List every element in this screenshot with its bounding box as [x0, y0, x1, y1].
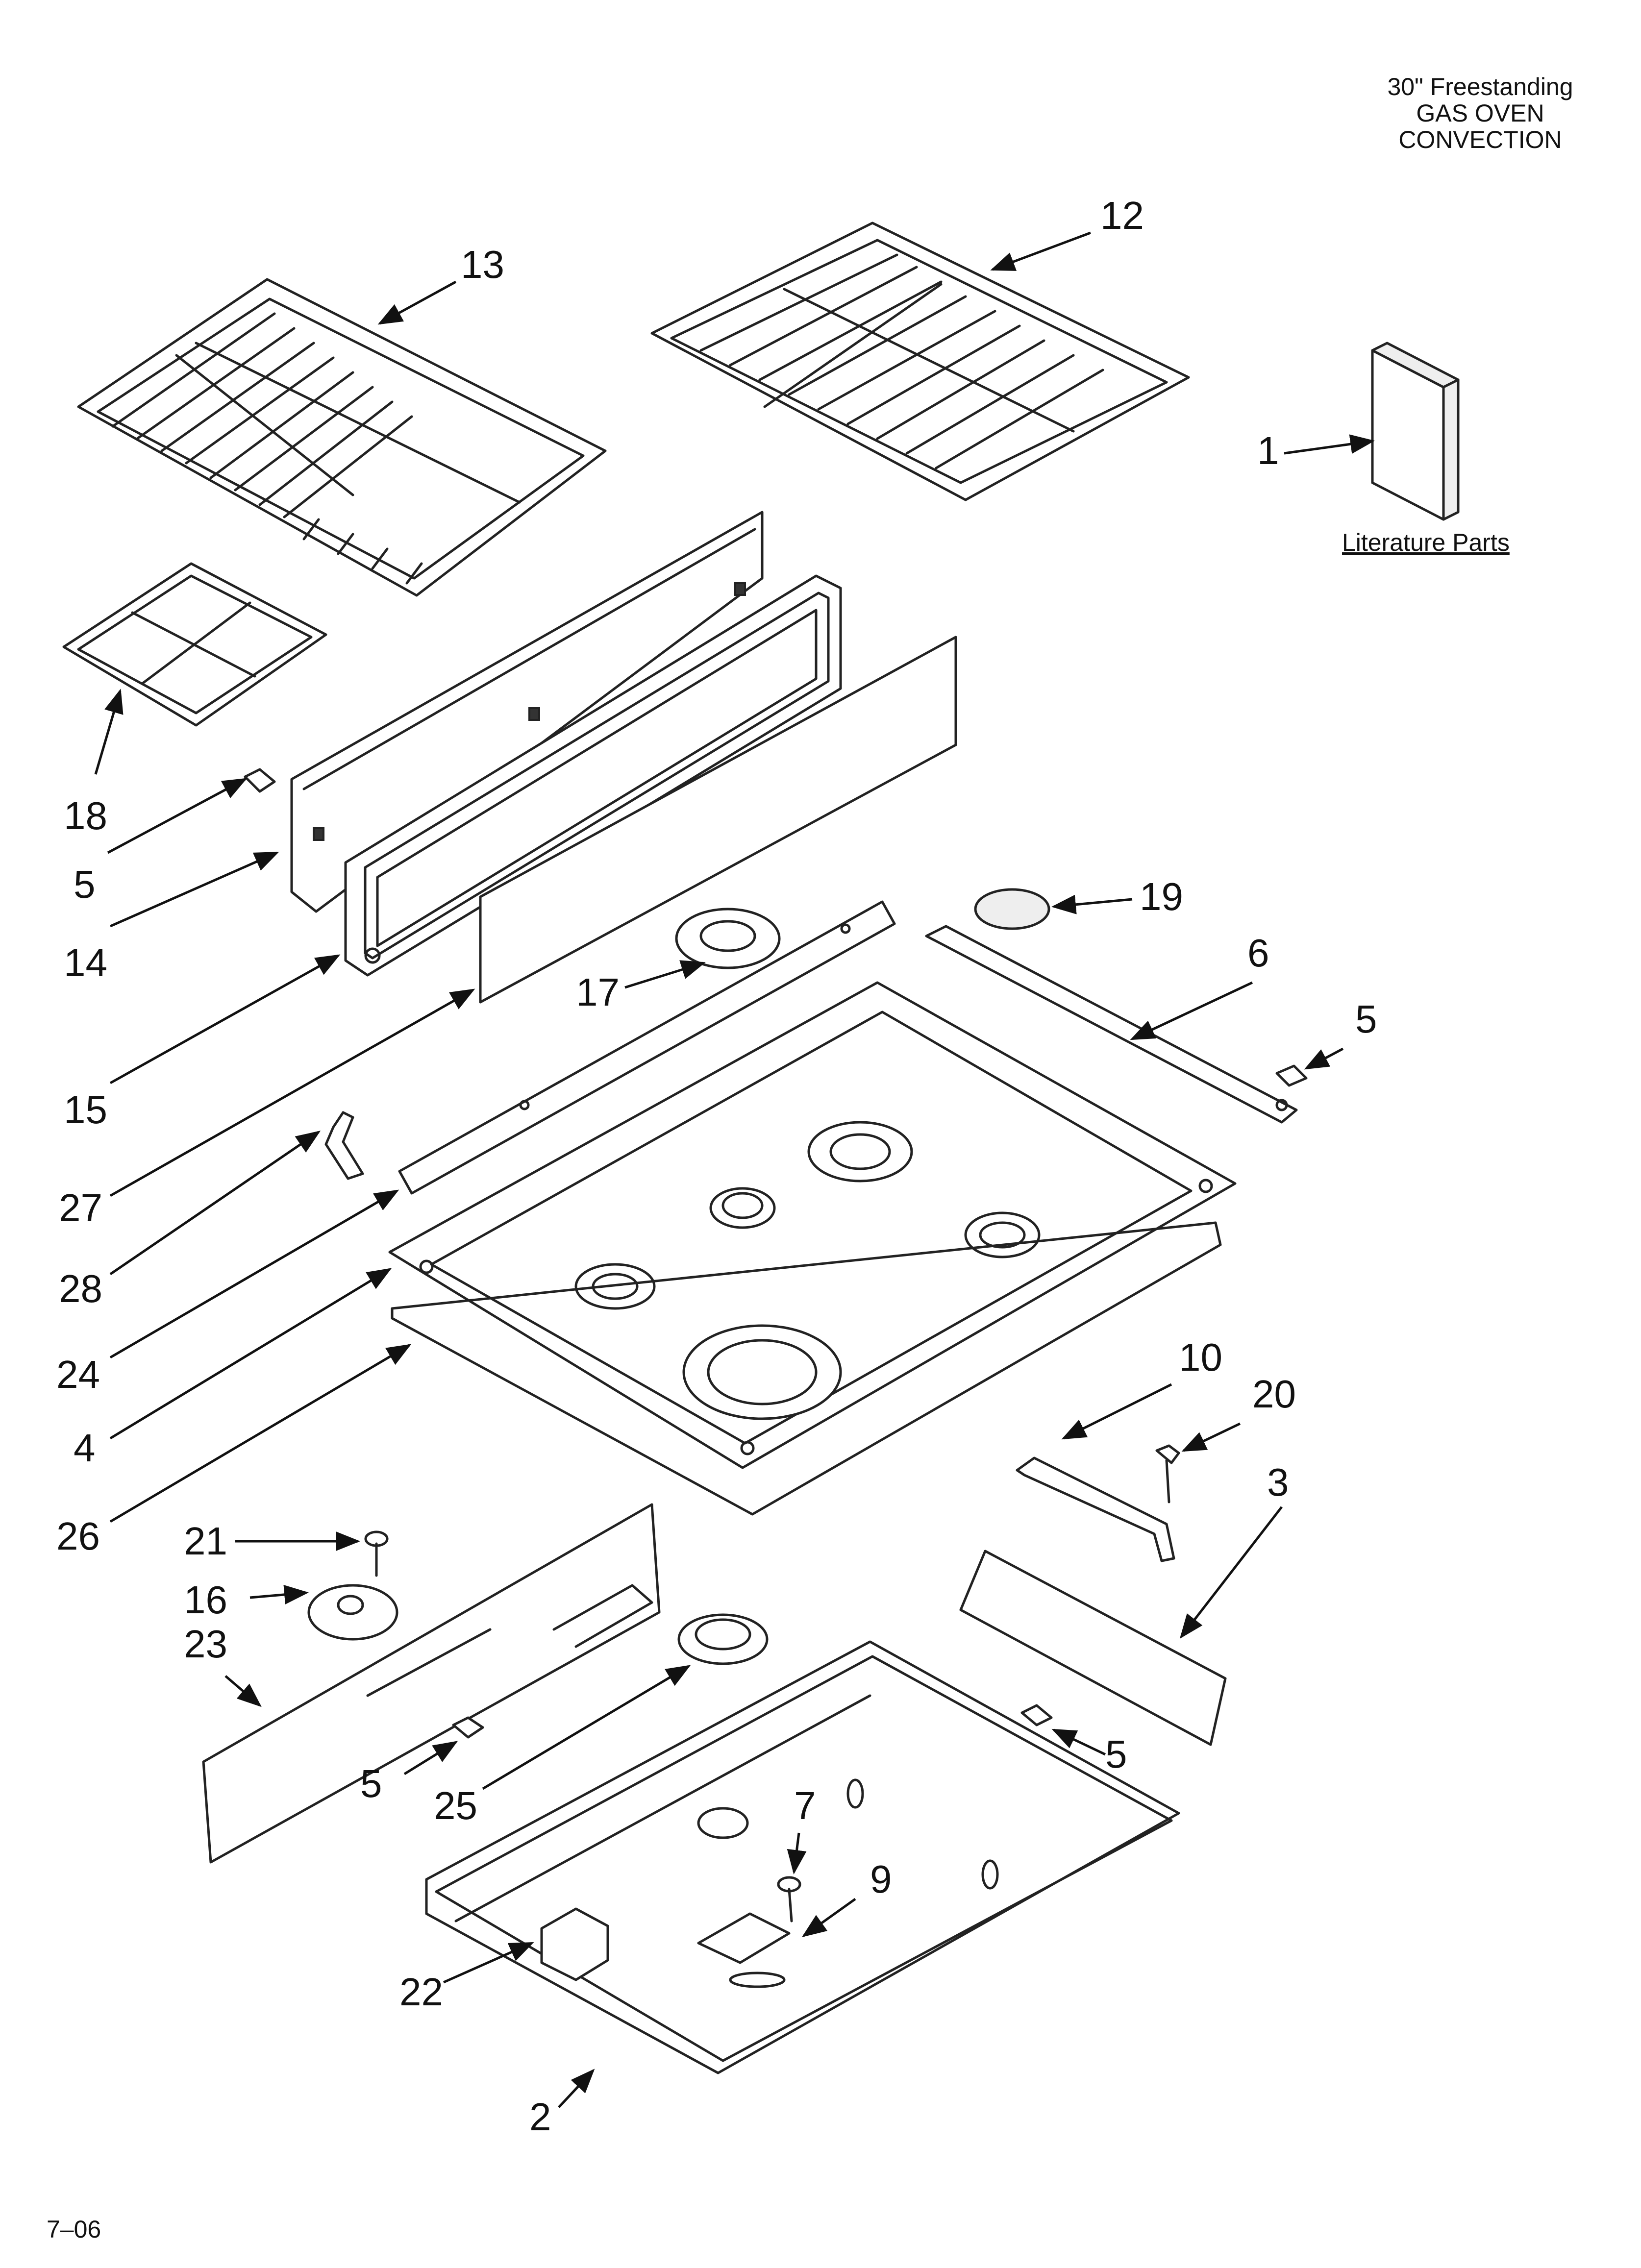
callout-17: 17 — [576, 970, 620, 1014]
callout-27: 27 — [59, 1186, 102, 1230]
side-rail — [925, 925, 1298, 1124]
callout-23: 23 — [184, 1622, 227, 1666]
grate-right — [650, 222, 1190, 501]
callout-28: 28 — [59, 1267, 102, 1310]
grate-small — [62, 562, 327, 727]
callout-12: 12 — [1100, 194, 1144, 237]
callout-5-a: 5 — [74, 863, 96, 906]
callout-9: 9 — [870, 1857, 892, 1901]
callout-4: 4 — [74, 1426, 96, 1470]
callout-19: 19 — [1140, 875, 1183, 918]
burner-cap — [974, 888, 1050, 930]
callout-1: 1 — [1257, 429, 1279, 472]
callout-25: 25 — [434, 1784, 477, 1827]
callout-13: 13 — [461, 243, 504, 286]
gasket — [391, 1221, 1222, 1516]
model-title: 30" Freestanding GAS OVEN CONVECTION — [1353, 74, 1608, 153]
screw-5-d — [1020, 1704, 1053, 1726]
grate-left — [77, 278, 607, 597]
callout-5-c: 5 — [360, 1762, 382, 1805]
callout-15: 15 — [64, 1088, 107, 1132]
backguard-panel — [290, 511, 764, 913]
callout-5-d: 5 — [1105, 1732, 1127, 1776]
manifold-panel — [202, 1503, 661, 1864]
trim-frame — [344, 574, 842, 977]
literature-parts-booklet — [1371, 342, 1460, 521]
valve-22 — [540, 1907, 609, 1981]
burner-box — [425, 1640, 1180, 2074]
screw-5-c — [452, 1716, 484, 1739]
callout-2: 2 — [529, 2095, 551, 2139]
callout-7: 7 — [794, 1784, 816, 1827]
callout-21: 21 — [184, 1519, 227, 1563]
title-line-1: 30" Freestanding — [1387, 73, 1573, 100]
bracket-28 — [324, 1111, 364, 1180]
burner-head-17 — [675, 908, 781, 969]
screw-20 — [1155, 1444, 1180, 1504]
burner-16 — [307, 1584, 398, 1641]
screw-7 — [777, 1876, 801, 1923]
callout-10: 10 — [1179, 1335, 1222, 1379]
screw-21 — [364, 1530, 389, 1577]
revision-label: 7–06 — [47, 2216, 101, 2243]
callout-22: 22 — [399, 1970, 443, 2014]
title-line-2: GAS OVEN — [1416, 99, 1544, 127]
screw-5-b — [1275, 1064, 1308, 1087]
callout-14: 14 — [64, 941, 107, 985]
callout-20: 20 — [1252, 1372, 1296, 1416]
callout-18: 18 — [64, 794, 107, 838]
cooktop — [388, 981, 1237, 1469]
callout-6: 6 — [1247, 931, 1269, 975]
screw-5-a — [244, 768, 276, 793]
glass-panel — [479, 636, 957, 1004]
callout-26: 26 — [56, 1514, 100, 1558]
callout-24: 24 — [56, 1353, 100, 1396]
leader-lines — [94, 231, 1375, 2108]
callout-16: 16 — [184, 1578, 227, 1622]
side-bracket-3 — [959, 1550, 1227, 1746]
literature-parts-label: Literature Parts — [1342, 529, 1510, 556]
front-trim-strip — [398, 900, 896, 1195]
bracket-10 — [1016, 1456, 1175, 1562]
sealed-burner-25 — [677, 1613, 769, 1665]
callout-5-b: 5 — [1355, 997, 1377, 1041]
plate-9 — [697, 1912, 791, 1964]
callout-3: 3 — [1267, 1460, 1289, 1504]
title-line-3: CONVECTION — [1398, 126, 1562, 153]
